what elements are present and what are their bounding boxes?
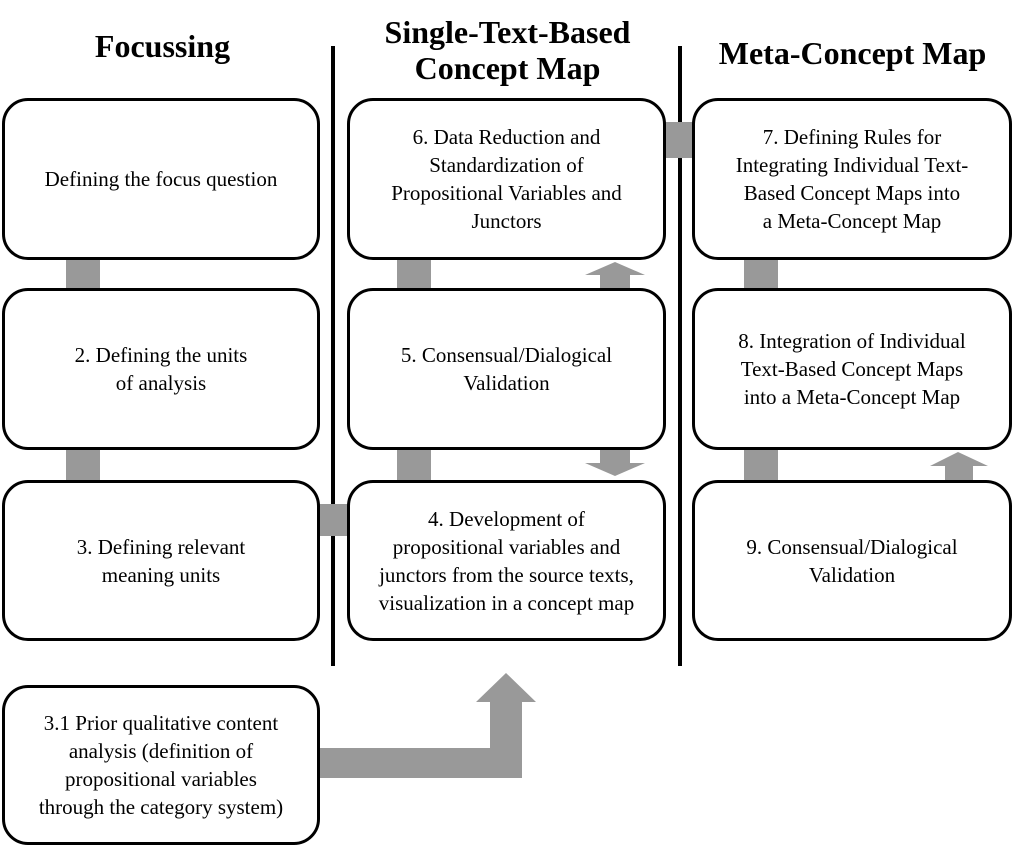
step-4-box: 4. Development of propositional variable… bbox=[347, 480, 666, 641]
arrow-down-to-step-4 bbox=[585, 448, 645, 476]
connector-1-2 bbox=[66, 258, 100, 290]
arrow-up-to-step-6 bbox=[585, 262, 645, 290]
arrow-step-3-1-to-step-4 bbox=[318, 673, 536, 778]
step-3-box: 3. Defining relevant meaning units bbox=[2, 480, 320, 641]
step-6-box: 6. Data Reduction and Standardization of… bbox=[347, 98, 666, 260]
connector-3-4 bbox=[318, 504, 352, 536]
step-8-box: 8. Integration of Individual Text-Based … bbox=[692, 288, 1012, 450]
connector-2-3 bbox=[66, 448, 100, 482]
step-7-box: 7. Defining Rules for Integrating Indivi… bbox=[692, 98, 1012, 260]
step-9-box: 9. Consensual/Dialogical Validation bbox=[692, 480, 1012, 641]
divider-left bbox=[331, 46, 335, 666]
connector-6-7 bbox=[664, 122, 696, 158]
connector-8-9 bbox=[744, 448, 778, 482]
step-1-box: Defining the focus question bbox=[2, 98, 320, 260]
connector-4-5 bbox=[397, 448, 431, 482]
step-3-1-box: 3.1 Prior qualitative content analysis (… bbox=[2, 685, 320, 845]
divider-right bbox=[678, 46, 682, 666]
step-2-box: 2. Defining the units of analysis bbox=[2, 288, 320, 450]
step-5-box: 5. Consensual/Dialogical Validation bbox=[347, 288, 666, 450]
connector-5-6 bbox=[397, 258, 431, 290]
heading-focussing: Focussing bbox=[94, 28, 231, 64]
heading-single-text-based-concept-map: Single-Text-Based Concept Map bbox=[384, 14, 631, 86]
arrow-up-to-step-8 bbox=[930, 452, 988, 482]
heading-meta-concept-map: Meta-Concept Map bbox=[718, 35, 987, 71]
connector-7-8 bbox=[744, 258, 778, 290]
